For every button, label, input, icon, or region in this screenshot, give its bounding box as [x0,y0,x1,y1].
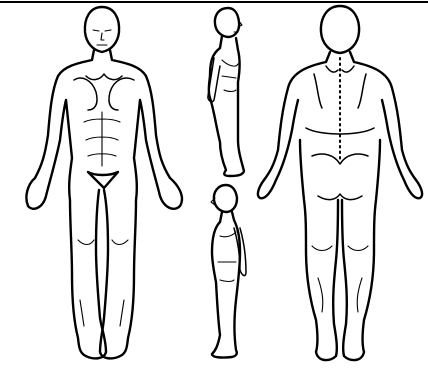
body-diagram [0,0,428,371]
